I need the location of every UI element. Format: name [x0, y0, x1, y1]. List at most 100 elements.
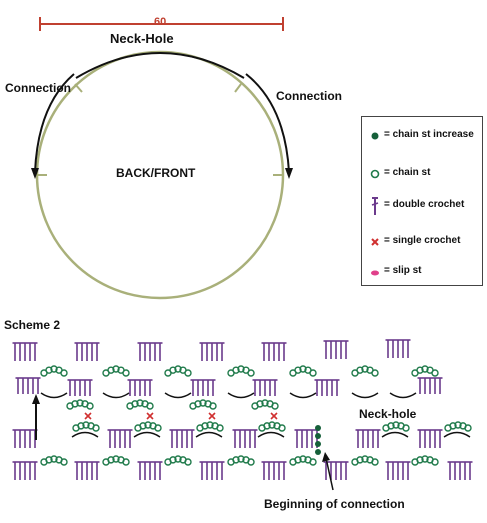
- chain-stitch: [131, 400, 139, 408]
- chain-stitch: [169, 456, 177, 464]
- arc-stroke: [71, 431, 99, 438]
- chain-stitch: [356, 366, 364, 374]
- single-crochet-stitch: [84, 412, 92, 420]
- chain-increase-stitch: [315, 433, 321, 439]
- chain-stitch: [139, 422, 147, 430]
- legend-text: = chain st: [384, 167, 431, 178]
- double-crochet-icon: [371, 197, 379, 215]
- chain-stitch: [294, 366, 302, 374]
- chain-stitch: [361, 455, 369, 463]
- single-crochet-stitch: [208, 412, 216, 420]
- chain-increase-stitch: [315, 449, 321, 455]
- chain-stitch: [45, 456, 53, 464]
- right-connection-arrow: [245, 73, 293, 179]
- chain-stitch: [237, 455, 245, 463]
- legend-item: = chain st: [362, 165, 482, 183]
- chain-stitch: [112, 365, 120, 373]
- chain-stitch: [122, 458, 130, 466]
- arc-stroke: [164, 392, 192, 399]
- single-crochet-icon: [371, 238, 379, 246]
- chain-stitch: [402, 424, 410, 432]
- chain-stitch: [371, 458, 379, 466]
- chain-stitch: [309, 369, 317, 377]
- chain-stitch: [299, 455, 307, 463]
- chain-stitch: [107, 456, 115, 464]
- chain-stitch: [60, 458, 68, 466]
- chain-stitch: [136, 399, 144, 407]
- chain-stitch: [174, 365, 182, 373]
- chain-stitch: [421, 365, 429, 373]
- chain-stitch: [50, 365, 58, 373]
- chain-stitch: [392, 421, 400, 429]
- chain-stitch: [387, 422, 395, 430]
- chain-increase-stitch: [315, 425, 321, 431]
- arc-stroke: [133, 431, 161, 438]
- chain-increase-stitch: [315, 441, 321, 447]
- connection-right-label: Connection: [276, 89, 342, 103]
- chain-stitch: [232, 366, 240, 374]
- arc-stroke: [389, 392, 417, 399]
- chain-stitch: [268, 421, 276, 429]
- chain-stitch: [112, 455, 120, 463]
- arc-stroke: [443, 431, 471, 438]
- chain-stitch: [122, 369, 130, 377]
- legend-item: = chain st increase: [362, 127, 482, 145]
- chain-stitch: [92, 424, 100, 432]
- chain-stitch: [144, 421, 152, 429]
- chain-stitch: [263, 422, 271, 430]
- chain-stitch: [271, 402, 279, 410]
- left-connection-arrow: [31, 73, 75, 179]
- arc-stroke: [40, 392, 68, 399]
- arc-stroke: [351, 392, 379, 399]
- arc-stroke: [102, 392, 130, 399]
- chain-stitch: [464, 424, 472, 432]
- chain-stitch: [209, 402, 217, 410]
- arc-stroke: [227, 392, 255, 399]
- arc-stroke: [195, 431, 223, 438]
- legend-text: = slip st: [384, 265, 422, 276]
- direction-arrow: [32, 394, 40, 440]
- chain-stitch: [431, 458, 439, 466]
- chain-stitch: [71, 400, 79, 408]
- dimension-label: 60: [154, 16, 167, 28]
- arc-stroke: [381, 431, 409, 438]
- chain-stitch: [256, 400, 264, 408]
- chain-stitch: [169, 366, 177, 374]
- legend-text: = single crochet: [384, 235, 461, 246]
- chain-st-increase-icon: [371, 132, 379, 140]
- neck-hole-lower-label: Neck-hole: [359, 407, 417, 421]
- arc-stroke: [289, 392, 317, 399]
- legend-text: = chain st increase: [384, 129, 474, 140]
- chain-stitch: [454, 421, 462, 429]
- chain-stitch: [86, 402, 94, 410]
- chain-stitch: [232, 456, 240, 464]
- chain-st-icon: [370, 169, 380, 179]
- chain-stitch: [184, 369, 192, 377]
- scheme-title: Scheme 2: [4, 318, 61, 332]
- legend-text: = double crochet: [384, 199, 465, 210]
- neck-hole-arc: [75, 52, 245, 79]
- slip-st-icon: [371, 270, 379, 276]
- chain-stitch: [154, 424, 162, 432]
- chain-stitch: [194, 400, 202, 408]
- chain-stitch: [299, 365, 307, 373]
- dimension-line: [39, 17, 284, 31]
- chain-stitch: [76, 399, 84, 407]
- legend-box: = chain st increase = chain st = double …: [361, 116, 483, 286]
- single-crochet-stitch: [270, 412, 278, 420]
- chain-stitch: [431, 369, 439, 377]
- chain-stitch: [421, 455, 429, 463]
- chain-stitch: [309, 458, 317, 466]
- beginning-pointer-arrow: [322, 452, 334, 491]
- chain-stitch: [174, 455, 182, 463]
- chain-stitch: [77, 422, 85, 430]
- chain-stitch: [184, 458, 192, 466]
- chain-stitch: [247, 369, 255, 377]
- chain-stitch: [201, 422, 209, 430]
- legend-item: = single crochet: [362, 233, 482, 251]
- chain-stitch: [449, 422, 457, 430]
- beginning-label: Beginning of connection: [264, 497, 405, 511]
- chain-stitch: [416, 456, 424, 464]
